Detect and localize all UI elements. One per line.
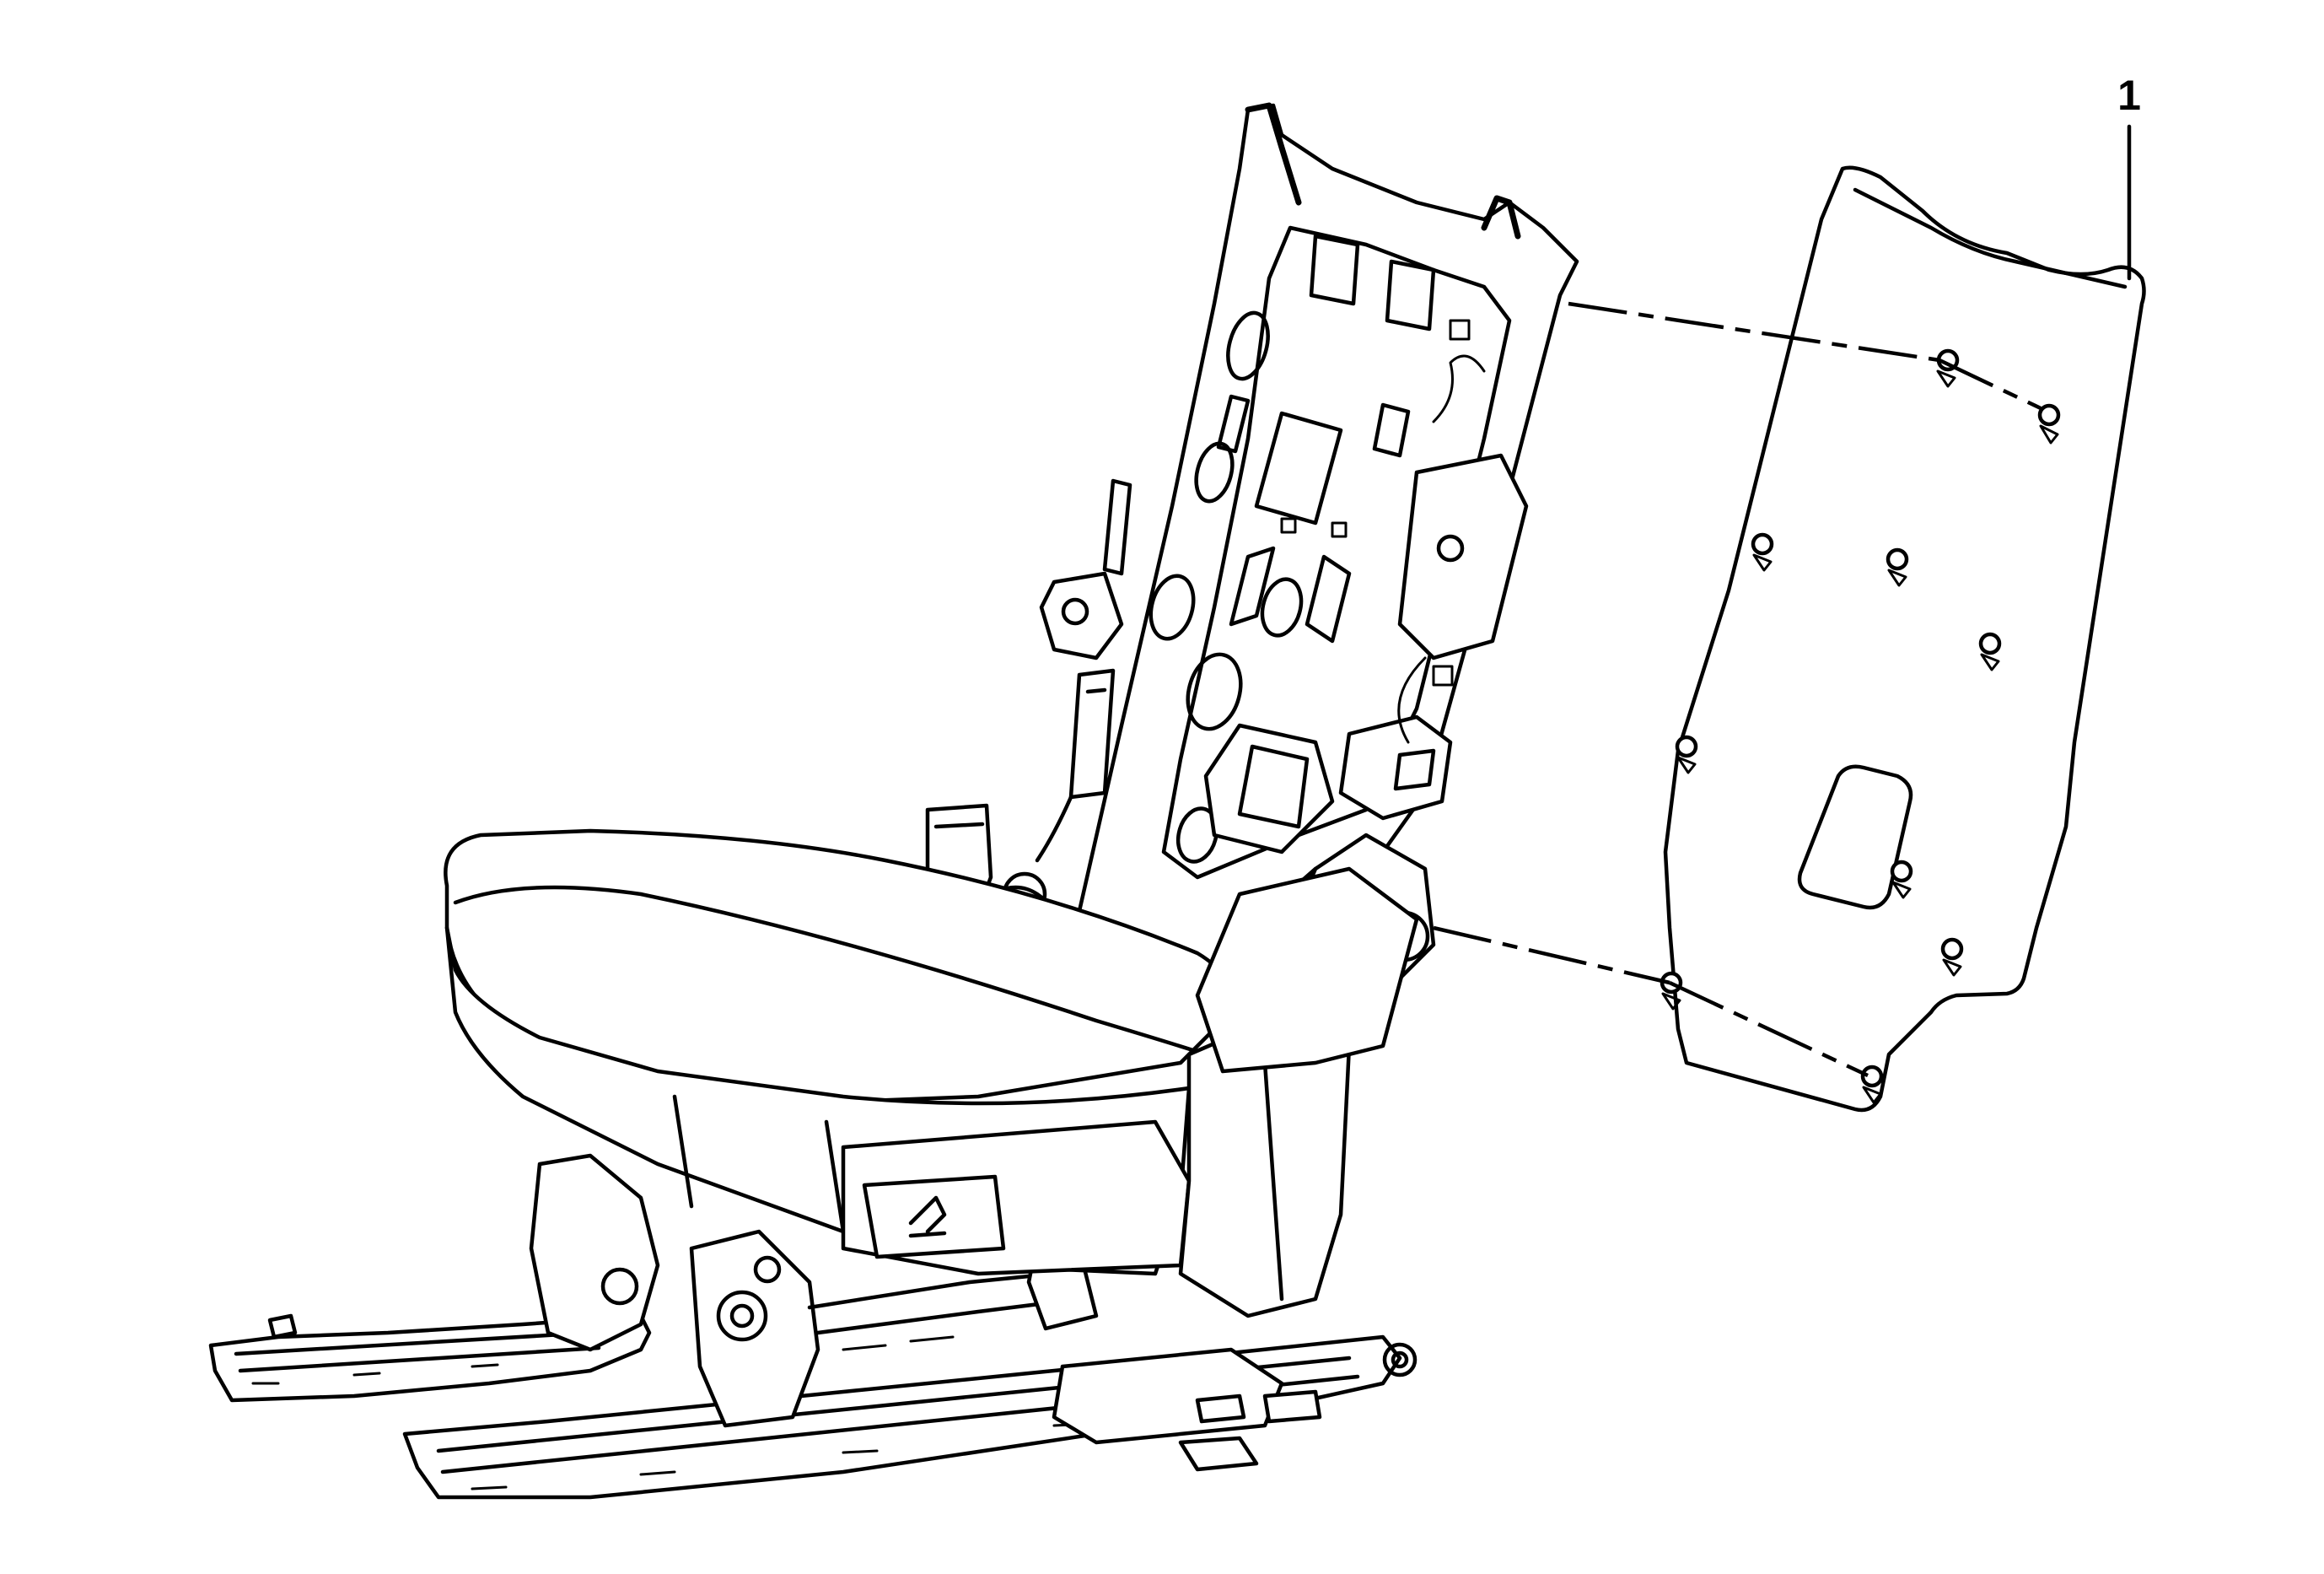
- seat-back-panel: [1660, 165, 2146, 1113]
- panel-retainer-clips: [1660, 348, 2061, 1104]
- seat-riser-mechanism: [529, 1153, 1099, 1428]
- alignment-lines: [1433, 301, 2042, 1078]
- seat-back-frame: [1039, 102, 1579, 998]
- seat-track-assembly: [208, 1313, 1418, 1500]
- seat-belt-webbing: [1035, 668, 1116, 863]
- callout-1-label: 1: [2117, 72, 2141, 119]
- callout-1: 1: [2117, 72, 2141, 281]
- seat-cushion: [444, 828, 1419, 1318]
